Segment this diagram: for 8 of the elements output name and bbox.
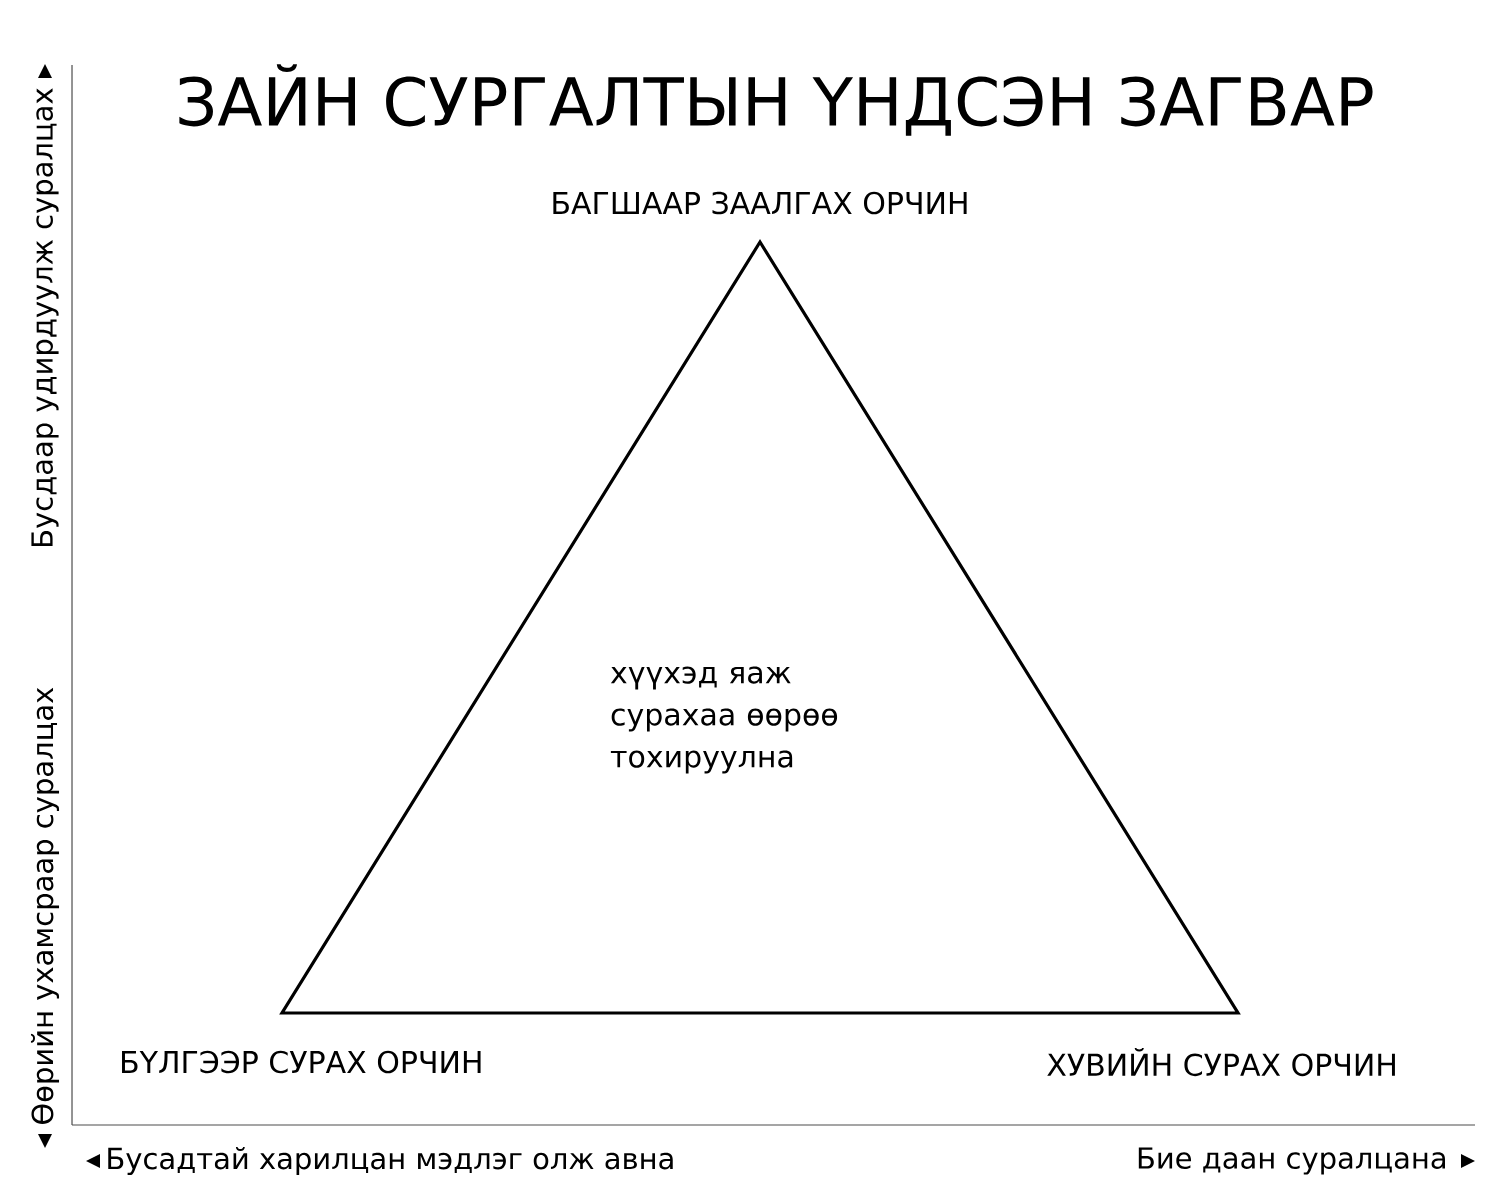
vertex-label: ХУВИЙН СУРАХ ОРЧИН (1047, 1047, 1395, 1077)
axis-label: Бие даан суралцана (1138, 1147, 1445, 1175)
axis-label: Бусдаар удирдуулж суралцах (31, 88, 59, 546)
vertex-label: БАГШААР ЗААЛГАХ ОРЧИН (553, 191, 967, 215)
axis-label: Өөрийн ухамсраар суралцах (30, 687, 60, 1124)
vertex-label: БҮЛГЭЭР СУРАХ ОРЧИН (122, 1050, 481, 1074)
title: ЗАЙН СУРГАЛТЫН ҮНДСЭН ЗАГВАР (179, 64, 1373, 136)
axis-label: Бусадтай харилцан мэдлэг олж авна (108, 1146, 673, 1175)
